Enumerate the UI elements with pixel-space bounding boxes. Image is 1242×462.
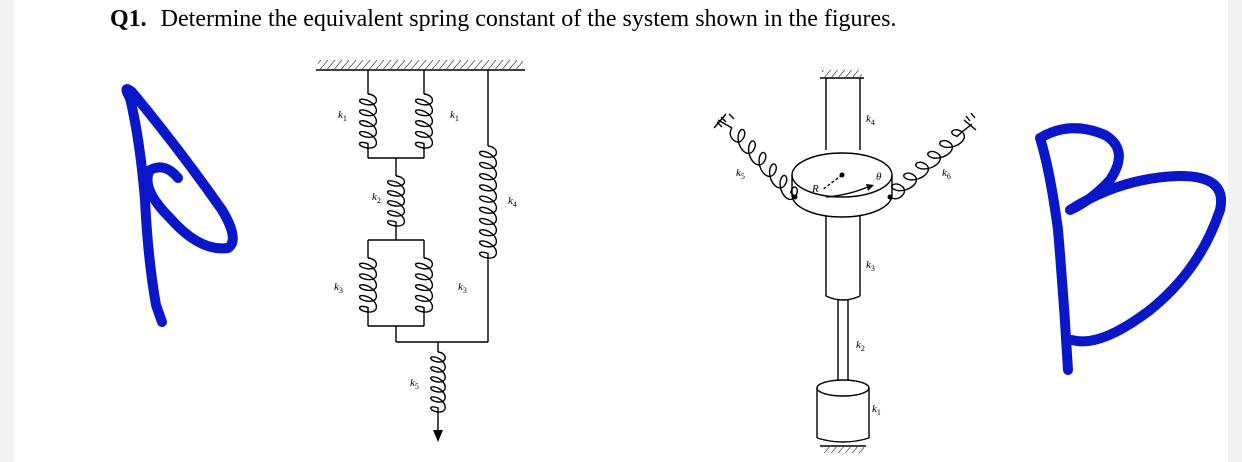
bottom-hatch (822, 447, 864, 453)
ceiling-hatch (318, 60, 523, 69)
spring-k5 (430, 351, 446, 413)
label-k4: k4 (866, 113, 875, 127)
question-number: Q1. (110, 6, 147, 32)
disk-rim (791, 175, 893, 218)
label-theta: θ (876, 171, 882, 183)
spring-k3-right (414, 257, 434, 313)
spring-k1-left (358, 93, 378, 149)
spring-k2 (386, 175, 406, 227)
label-k3: k3 (866, 259, 875, 273)
figure-a-diagram (316, 60, 525, 442)
wall-right-symbol (963, 112, 977, 131)
label-r: R (811, 183, 819, 195)
handwritten-a-strokes (121, 84, 238, 327)
wall-left-symbol (713, 113, 735, 129)
label-k2: k2 (856, 339, 865, 353)
spring-k3-left (358, 257, 378, 313)
label-k1-left: k1 (338, 109, 347, 123)
document-page: Q1. Determine the equivalent spring const… (14, 0, 1228, 462)
label-k2: k2 (372, 191, 381, 205)
rotation-arrow (825, 185, 871, 198)
label-k1-right: k1 (450, 109, 459, 123)
question-heading: Q1. Determine the equivalent spring const… (110, 6, 897, 33)
handwritten-annotations (121, 84, 1227, 375)
handwritten-b-strokes (1035, 123, 1227, 375)
label-k6: k6 (942, 167, 951, 181)
spring-k5 (729, 127, 798, 201)
label-k1: k1 (872, 403, 881, 417)
label-k4: k4 (508, 195, 517, 209)
spring-k4 (478, 145, 498, 259)
label-k3-left: k3 (334, 281, 343, 295)
label-k5: k5 (736, 167, 745, 181)
mass-top (816, 379, 870, 397)
spring-k1-right (414, 93, 434, 149)
force-arrow (433, 430, 443, 442)
spring-k6 (889, 129, 966, 200)
top-hatch (822, 70, 862, 77)
figure-b-diagram (713, 70, 977, 453)
label-k3-right: k3 (458, 281, 467, 295)
question-text: Determine the equivalent spring constant… (160, 6, 897, 32)
label-k5: k5 (410, 377, 419, 391)
